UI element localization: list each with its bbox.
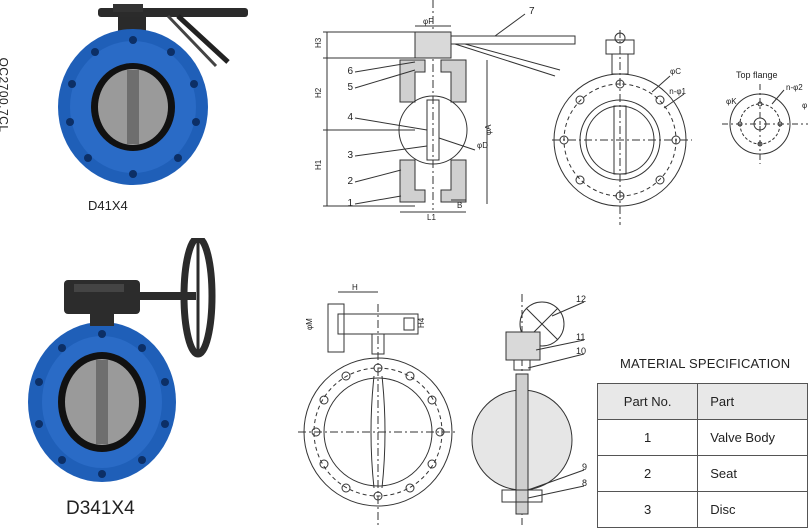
part-callout-10: 10 xyxy=(576,346,586,356)
model-label-bottom: D341X4 xyxy=(66,498,135,519)
material-spec-title: MATERIAL SPECIFICATION xyxy=(620,356,791,371)
top-flange-title: Top flange xyxy=(736,70,778,80)
part-callout-1: 1 xyxy=(347,198,353,209)
cell-part: Valve Body xyxy=(697,419,808,456)
dim-D: φD xyxy=(477,141,488,150)
header-part-no: Part No. xyxy=(596,383,699,420)
part-callout-6: 6 xyxy=(347,66,353,77)
dim-H1: H1 xyxy=(315,159,323,170)
front-view-drawing: φC n-φ1 xyxy=(552,30,692,225)
part-callout-3: 3 xyxy=(347,150,353,161)
dim-C: φC xyxy=(670,67,681,76)
dim-A: φA xyxy=(484,124,493,135)
material-spec-table: Part No. Part 1 Valve Body 2 Seat 3 Disc xyxy=(596,383,808,528)
part-callout-2: 2 xyxy=(347,176,353,187)
dim-L1: L1 xyxy=(427,213,436,222)
dim-M: φM xyxy=(305,318,314,330)
part-callout-8: 8 xyxy=(582,478,587,488)
dim-n1: n-φ1 xyxy=(669,87,686,96)
dim-H: H xyxy=(352,284,358,292)
part-callout-12: 12 xyxy=(576,294,586,304)
cell-part-no: 1 xyxy=(596,419,699,456)
cell-part-no: 2 xyxy=(596,455,699,492)
dim-K: φK xyxy=(726,97,737,106)
part-callout-4: 4 xyxy=(347,112,353,123)
section-view-drawing: 6 5 4 3 2 1 7 φF H3 H2 H1 φA φD L1 B xyxy=(315,0,576,222)
table-row: 3 Disc xyxy=(596,491,808,528)
dim-H2: H2 xyxy=(315,87,323,98)
cell-part-no: 3 xyxy=(596,491,699,528)
model-label-top: D41X4 xyxy=(88,198,128,213)
top-flange-detail: Top flange φK n-φ2 φ xyxy=(722,70,808,164)
part-callout-7: 7 xyxy=(529,6,535,17)
part-callout-9: 9 xyxy=(582,462,587,472)
dim-partial: φ xyxy=(802,101,807,110)
part-callout-5: 5 xyxy=(347,82,353,93)
dim-H3: H3 xyxy=(315,37,323,48)
table-row: 2 Seat xyxy=(596,455,808,492)
dim-H4: H4 xyxy=(417,317,426,328)
gear-section-view-drawing: 12 11 10 9 8 xyxy=(471,294,587,525)
table-header-row: Part No. Part xyxy=(596,383,808,420)
side-code: OC2700.7CL xyxy=(0,57,11,133)
header-part: Part xyxy=(697,383,808,420)
gear-butterfly-valve-photo xyxy=(28,238,216,482)
cell-part: Disc xyxy=(697,491,808,528)
gear-front-view-drawing: H φM H4 xyxy=(298,284,458,525)
dim-F: φF xyxy=(423,17,433,26)
cell-part: Seat xyxy=(697,455,808,492)
part-callout-11: 11 xyxy=(576,332,585,342)
dim-n2: n-φ2 xyxy=(786,83,803,92)
table-row: 1 Valve Body xyxy=(596,419,808,456)
dim-B: B xyxy=(457,201,462,210)
lever-butterfly-valve-photo xyxy=(58,4,248,185)
